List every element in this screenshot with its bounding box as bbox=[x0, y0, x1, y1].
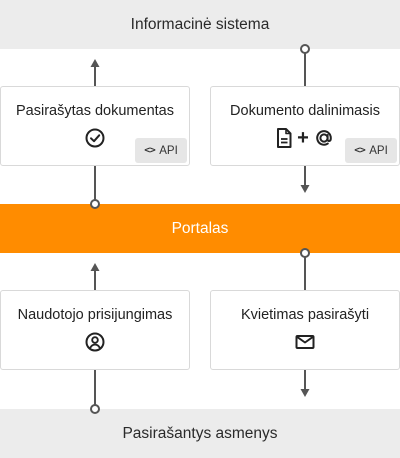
api-label: API bbox=[369, 144, 388, 157]
document-sharing-card: Dokumento dalinimasis + <> API bbox=[210, 86, 400, 166]
signed-document-title: Pasirašytas dokumentas bbox=[16, 103, 174, 119]
code-icon: <> bbox=[144, 145, 156, 156]
api-label: API bbox=[159, 144, 178, 157]
document-icon bbox=[277, 128, 292, 148]
connector-system-to-document-sharing bbox=[300, 44, 310, 86]
signing-invitation-title: Kvietimas pasirašyti bbox=[240, 307, 370, 323]
signers-label: Pasirašantys asmenys bbox=[122, 424, 278, 442]
signers-bar: Pasirašantys asmenys bbox=[0, 409, 400, 458]
portal-bar: Portalas bbox=[0, 204, 400, 253]
connector-signers-to-user-login bbox=[90, 370, 100, 414]
api-badge: <> API bbox=[345, 138, 397, 163]
check-circle-icon bbox=[85, 128, 105, 148]
connector-user-login-to-portal bbox=[90, 263, 100, 290]
information-system-label: Informacinė sistema bbox=[130, 15, 270, 33]
envelope-icon bbox=[295, 335, 315, 349]
user-login-card: Naudotojo prisijungimas bbox=[0, 290, 190, 370]
portal-label: Portalas bbox=[171, 219, 229, 237]
api-badge: <> API bbox=[135, 138, 187, 163]
user-circle-icon bbox=[85, 332, 105, 352]
signing-invitation-card: Kvietimas pasirašyti bbox=[210, 290, 400, 370]
user-login-title: Naudotojo prisijungimas bbox=[17, 307, 173, 323]
at-sign-icon bbox=[316, 130, 332, 146]
connector-signed-document-to-system bbox=[90, 59, 100, 86]
connector-portal-to-signing-invitation bbox=[300, 248, 310, 290]
document-sharing-title: Dokumento dalinimasis bbox=[230, 103, 380, 119]
connector-document-sharing-to-portal bbox=[300, 166, 310, 193]
signed-document-card: Pasirašytas dokumentas <> API bbox=[0, 86, 190, 166]
connector-portal-to-signed-document bbox=[90, 166, 100, 209]
information-system-bar: Informacinė sistema bbox=[0, 0, 400, 49]
connector-signing-invitation-to-signers bbox=[300, 370, 310, 397]
code-icon: <> bbox=[354, 145, 366, 156]
plus-icon: + bbox=[297, 127, 309, 149]
